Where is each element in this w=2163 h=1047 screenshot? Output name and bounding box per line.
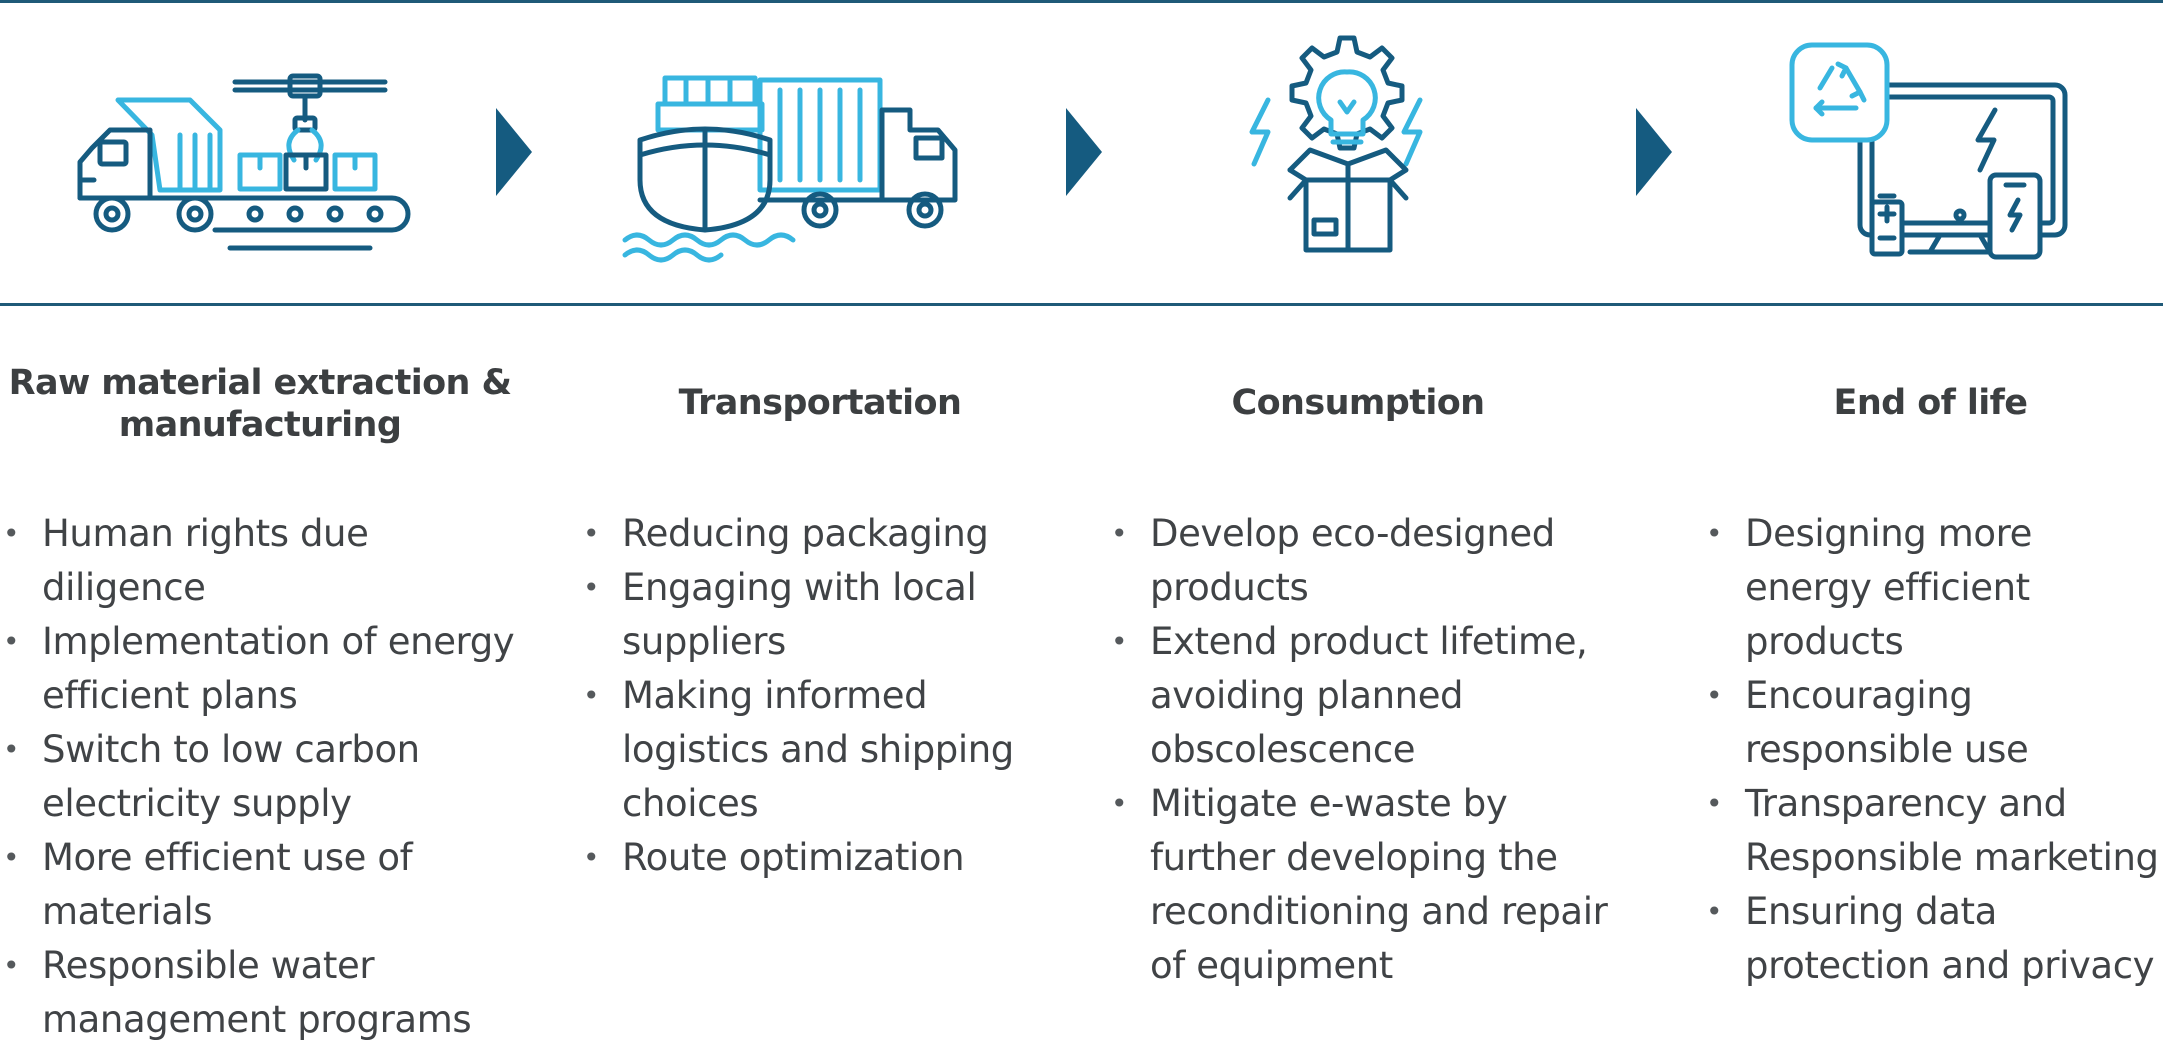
recycle-devices-icon	[1780, 30, 2140, 270]
list-item: •Extend product lifetime,avoiding planne…	[1111, 620, 1588, 771]
top-divider	[0, 0, 2163, 3]
stage-title: Transportation	[678, 383, 962, 423]
stage-title: Raw material extraction & manufacturing	[8, 363, 512, 445]
list-item: •Route optimization	[583, 836, 965, 879]
bottom-divider	[0, 303, 2163, 306]
chevron-right-icon	[1066, 108, 1102, 196]
ship-truck-icon	[620, 30, 980, 270]
stage-title: Consumption	[1231, 383, 1485, 423]
chevron-right-icon	[1636, 108, 1672, 196]
stage-title: End of life	[1833, 383, 2028, 423]
list-item: •Reducing packaging	[583, 512, 989, 555]
bullet-list: •Reducing packaging •Engaging with local…	[580, 507, 1014, 885]
truck-conveyor-icon	[70, 30, 430, 270]
lightbulb-box-icon	[1160, 30, 1520, 270]
chevron-right-icon	[496, 108, 532, 196]
